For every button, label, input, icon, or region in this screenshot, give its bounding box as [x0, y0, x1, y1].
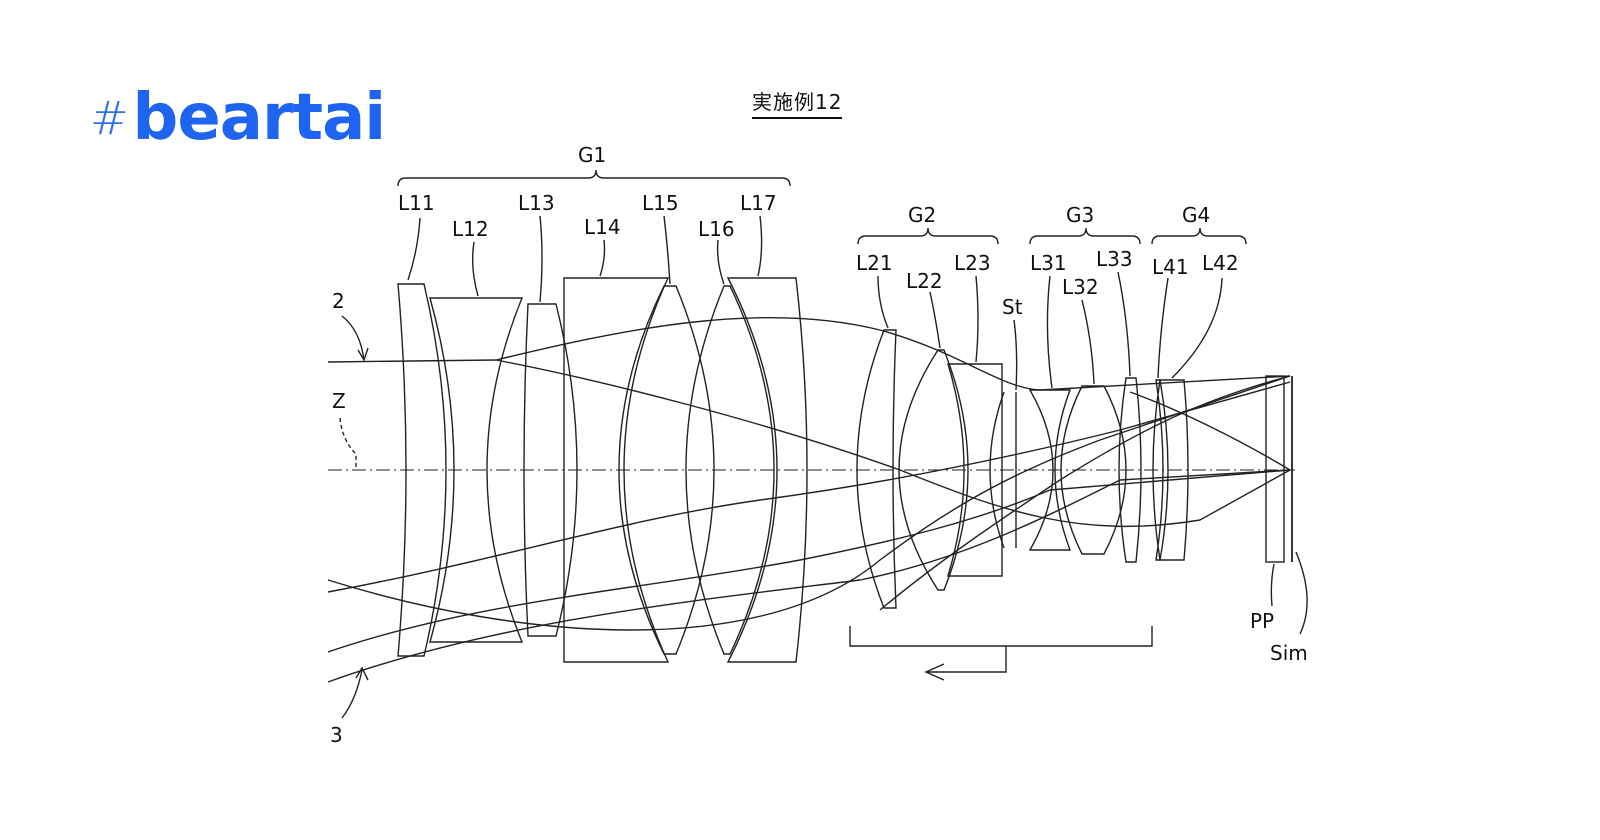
label-g1: G1 [578, 143, 606, 167]
label-l33: L33 [1096, 247, 1133, 271]
leader-l13 [539, 215, 543, 303]
lens-l15 [618, 285, 715, 655]
lens-l13 [523, 303, 578, 637]
label-l15: L15 [642, 191, 679, 215]
ray-axial-upper [327, 375, 1291, 631]
ray-axial-mid [327, 381, 1291, 593]
leader-l41 [1157, 277, 1169, 379]
ray-field-bottom [327, 469, 1291, 683]
leader-l12 [471, 241, 479, 297]
bracket-g1 [397, 169, 791, 187]
leader-l15 [663, 215, 671, 285]
ray-chief-a [495, 359, 1291, 528]
lens-l12 [429, 297, 524, 643]
ray-field-lower [327, 469, 1291, 653]
focus-bracket [849, 626, 1153, 647]
leader-l16 [716, 239, 725, 285]
ray-chief-b [879, 375, 1291, 611]
lens-l21 [856, 329, 897, 609]
lens-l23 [947, 363, 1003, 577]
stop-left-lens [989, 391, 1005, 549]
ray-chief-c [1129, 391, 1291, 471]
arrowhead-ray-3 [355, 666, 369, 681]
label-ray-3: 3 [330, 723, 343, 747]
label-l32: L32 [1062, 275, 1099, 299]
label-l21: L21 [856, 251, 893, 275]
ray-axial-top [327, 316, 1291, 391]
lens-l14 [563, 277, 670, 663]
lens-l17 [726, 277, 808, 663]
leader-st [1013, 319, 1018, 391]
logo-word: beartai [132, 81, 387, 155]
label-axis-z: Z [332, 389, 346, 413]
label-sim: Sim [1270, 641, 1308, 665]
bracket-g4 [1151, 227, 1247, 245]
leader-l32 [1081, 299, 1095, 385]
label-g3: G3 [1066, 203, 1094, 227]
label-stop: St [1002, 295, 1023, 319]
leader-pp [1270, 563, 1275, 607]
label-g2: G2 [908, 203, 936, 227]
label-l31: L31 [1030, 251, 1067, 275]
leader-l22 [929, 291, 941, 349]
label-l13: L13 [518, 191, 555, 215]
leader-l11 [407, 217, 421, 281]
label-ray-2: 2 [332, 289, 345, 313]
lens-l31 [1028, 389, 1072, 551]
label-l17: L17 [740, 191, 777, 215]
leader-l21 [877, 275, 889, 329]
lens-l16 [685, 285, 775, 655]
plate-pp [1265, 375, 1285, 563]
label-l42: L42 [1202, 251, 1239, 275]
logo-hash: # [90, 91, 129, 145]
arrowhead-ray-2 [357, 347, 369, 362]
label-l16: L16 [698, 217, 735, 241]
leader-l31 [1046, 275, 1053, 389]
leader-l42 [1171, 277, 1223, 379]
label-l41: L41 [1152, 255, 1189, 279]
figure-title: 実施例12 [752, 86, 843, 119]
focus-stem [926, 646, 1007, 673]
bracket-g3 [1029, 227, 1141, 245]
leader-l23 [975, 275, 979, 363]
bracket-g2 [857, 227, 999, 245]
lens-l11 [397, 283, 447, 657]
beartai-logo: # beartai [90, 78, 387, 158]
label-g4: G4 [1182, 203, 1210, 227]
arrow-ray-3 [341, 669, 363, 719]
lens-l42 [1159, 379, 1189, 561]
leader-sim [1295, 551, 1308, 635]
label-pp: PP [1250, 609, 1274, 633]
leader-l33 [1117, 271, 1131, 377]
leader-l14 [599, 239, 606, 277]
lens-l22 [898, 349, 969, 591]
lens-l32 [1060, 385, 1127, 555]
focus-arrowhead [924, 663, 945, 681]
label-l11: L11 [398, 191, 435, 215]
leader-z [339, 417, 357, 470]
label-l22: L22 [906, 269, 943, 293]
leader-l17 [757, 215, 763, 277]
label-l12: L12 [452, 217, 489, 241]
label-l23: L23 [954, 251, 991, 275]
label-l14: L14 [584, 215, 621, 239]
arrow-ray-2 [341, 315, 365, 361]
